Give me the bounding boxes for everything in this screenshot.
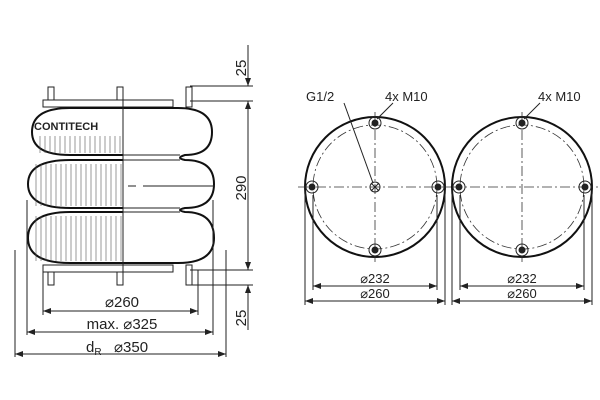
bottom-plate-left xyxy=(42,264,124,273)
dr-symbol: dR xyxy=(86,339,102,358)
top-plate-left xyxy=(42,99,124,108)
bolt-label: 4x M10 xyxy=(385,89,428,104)
height-dimensions: 25 290 25 xyxy=(190,45,253,330)
bolt-holes xyxy=(305,116,445,257)
bottom-plate-right xyxy=(122,264,174,273)
bellows-left-half xyxy=(26,107,123,264)
bottom-height-label: 25 xyxy=(233,310,250,327)
brand-logo: CONTITECH xyxy=(34,121,98,133)
total-height-label: 290 xyxy=(233,175,250,200)
top-view-2: 4x M10 ⌀232 ⌀260 xyxy=(451,89,598,305)
air-spring-side-view: /* placeholder */ CONTITECH xyxy=(26,86,216,286)
top-view-1: G1/2 4x M10 ⌀232 ⌀260 xyxy=(298,89,452,305)
bellows-right-half xyxy=(122,100,216,272)
plate-diameter-label: ⌀260 xyxy=(507,286,537,301)
studs xyxy=(47,86,193,286)
max-diameter-label: max. ⌀325 xyxy=(87,316,158,333)
bolt-holes xyxy=(452,116,592,257)
plate-diameter-label: ⌀260 xyxy=(360,286,390,301)
rib-hatching xyxy=(35,136,122,261)
air-port-icon xyxy=(369,181,381,193)
bolt-label: 4x M10 xyxy=(538,89,581,104)
diameter-dimensions: ⌀260 max. ⌀325 dR ⌀350 xyxy=(14,200,227,358)
plate-diameter-label: ⌀260 xyxy=(105,294,139,311)
port-label: G1/2 xyxy=(306,89,334,104)
bolt-circle-label: ⌀232 xyxy=(507,271,537,286)
top-plate-right xyxy=(122,99,174,108)
top-height-label: 25 xyxy=(233,60,250,77)
dr-diameter-label: ⌀350 xyxy=(114,339,148,356)
bolt-circle-label: ⌀232 xyxy=(360,271,390,286)
